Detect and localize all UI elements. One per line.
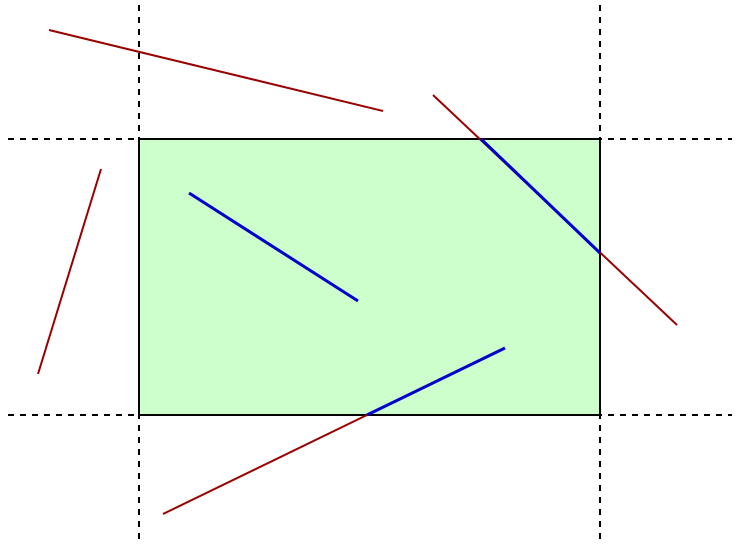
segment-right-clipped-part — [479, 137, 602, 255]
segment-bottom-clipped-part — [366, 346, 506, 417]
segment-left-outside — [37, 168, 102, 375]
segment-bottom-outer-part — [162, 414, 368, 515]
clip-window — [138, 138, 601, 416]
guide-lines — [8, 5, 732, 545]
inside-segments — [188, 137, 602, 417]
segment-top-outside — [48, 29, 384, 112]
segment-fully-inside — [188, 191, 359, 303]
